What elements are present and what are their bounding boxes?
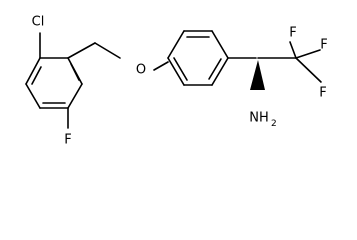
ring2-bond-4	[211, 57, 229, 86]
atom-fluorine-ring: F	[64, 133, 71, 148]
atom-amine-nh: NH	[249, 111, 269, 126]
ring2-bond-3	[211, 30, 229, 59]
stereo-wedge-bond	[250, 60, 265, 90]
ring2-double-bond-2	[208, 58, 222, 80]
ring1-double-bond-3	[31, 66, 42, 85]
bond-oxygen-to-ring	[153, 61, 169, 71]
bond-cf3-to-fluorine-right	[295, 57, 322, 83]
atom-fluorine-right: F	[319, 86, 326, 101]
left-benzene-ring	[25, 57, 83, 109]
bond-ch2-to-oxygen	[94, 42, 121, 59]
atom-amine-subscript: 2	[271, 119, 277, 129]
bond-cf3-to-fluorine-top-right	[295, 49, 321, 59]
atom-oxygen: O	[136, 63, 146, 78]
bond-ring-to-ch2	[67, 42, 96, 59]
ring1-bond-3	[67, 83, 83, 109]
ring1-bond-6	[25, 57, 41, 85]
atom-fluorine-top-left: F	[289, 26, 296, 41]
amine-group: NH 2	[249, 111, 276, 130]
bond-cf3-to-fluorine-top-left	[289, 41, 297, 59]
ring2-bond-1	[167, 30, 185, 59]
chemical-structure-diagram: Cl F O F F F NH 2	[25, 15, 328, 148]
ring1-bond-5	[25, 83, 41, 109]
ring1-double-bond-1	[70, 63, 80, 81]
atom-chlorine: Cl	[32, 15, 45, 30]
ring2-bond-6	[167, 57, 185, 86]
right-benzene-ring	[167, 30, 229, 86]
atom-fluorine-top-right: F	[320, 38, 327, 53]
ring2-double-bond-3	[173, 57, 188, 81]
